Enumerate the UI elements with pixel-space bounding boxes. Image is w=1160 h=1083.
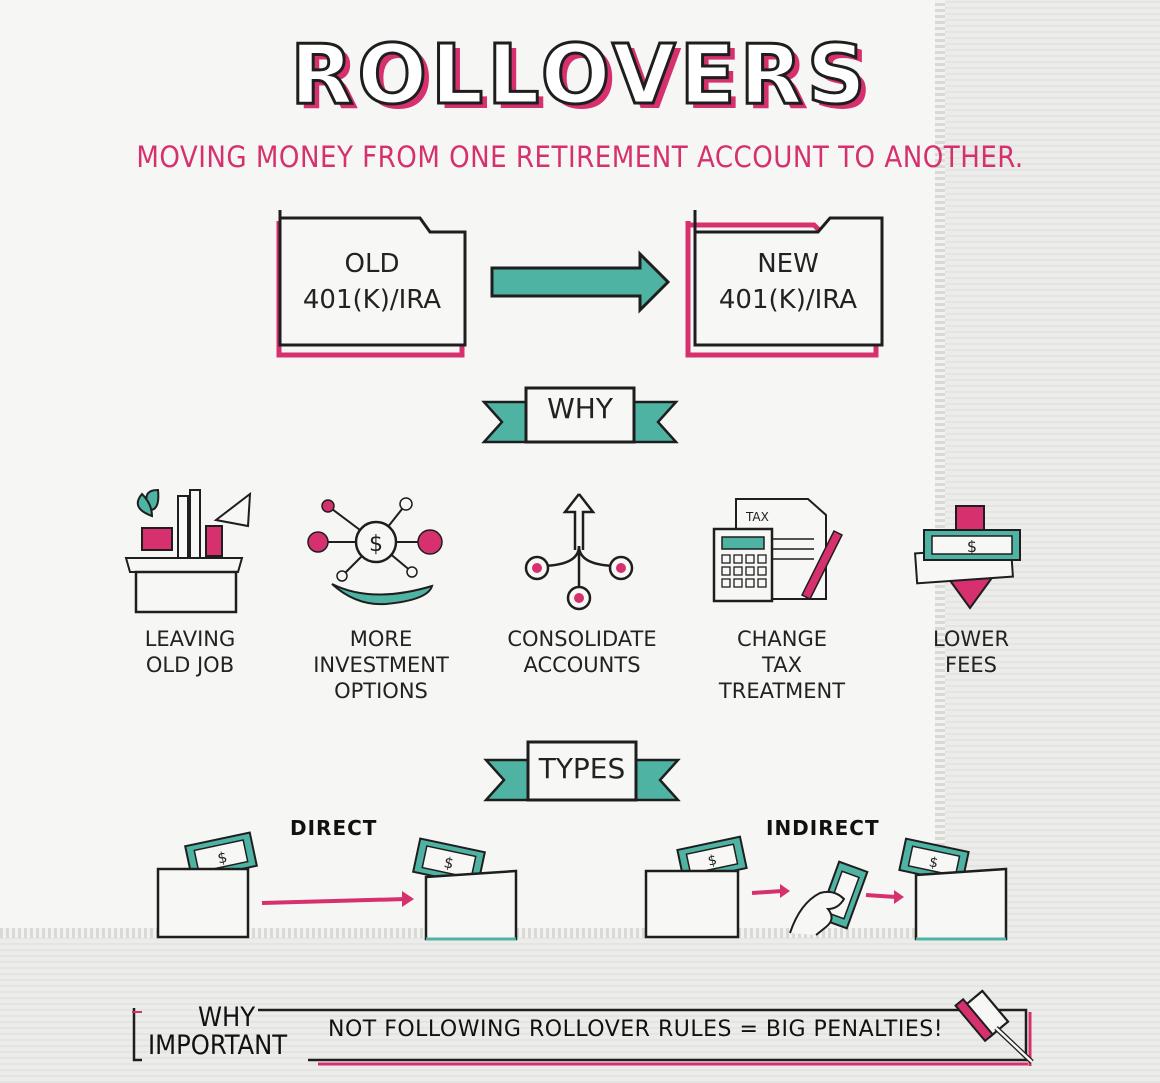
dollar-sign-label: $ xyxy=(706,852,718,870)
napkin-fold-vertical xyxy=(935,0,945,930)
reason-line: OLD JOB xyxy=(145,653,235,677)
reason-line: LEAVING xyxy=(144,627,236,651)
cash-down-arrow-icon: $ xyxy=(914,505,1021,610)
reason-change-tax-treatment: CHANGE TAX TREATMENT xyxy=(697,626,867,704)
reason-line: OPTIONS xyxy=(334,679,428,703)
destination-folder-icon: $ xyxy=(898,837,1008,941)
why-important-label: WHY IMPORTANT xyxy=(148,1004,287,1060)
rollover-flow-diagram xyxy=(276,210,884,358)
page-title: ROLLOVERS xyxy=(289,27,870,125)
new-account-line2: 401(K)/IRA xyxy=(718,285,858,315)
reason-line: TREATMENT xyxy=(718,679,846,703)
dollar-sign-label: $ xyxy=(369,532,383,557)
gavel-icon xyxy=(954,989,1034,1064)
moving-box-icon xyxy=(124,488,252,614)
page-subtitle: MOVING MONEY FROM ONE RETIREMENT ACCOUNT… xyxy=(136,140,1024,174)
new-account-line1: NEW xyxy=(757,249,819,279)
new-folder-icon xyxy=(685,210,884,358)
source-folder-icon: $ xyxy=(644,835,748,939)
why-ribbon-icon xyxy=(481,386,679,444)
reason-leaving-old-job: LEAVING OLD JOB xyxy=(105,626,275,678)
destination-folder-icon: $ xyxy=(412,837,518,941)
direct-rollover-label: DIRECT xyxy=(290,816,378,840)
why-important-line2: IMPORTANT xyxy=(148,1030,288,1061)
dollar-sign-label: $ xyxy=(967,537,977,556)
reason-line: CHANGE xyxy=(736,627,828,651)
reason-line: INVESTMENT xyxy=(313,653,449,677)
reason-line: MORE xyxy=(349,627,413,651)
old-account-label: OLD 401(K)/IRA xyxy=(282,246,462,318)
why-important-banner xyxy=(132,989,1034,1066)
napkin-center-panel xyxy=(0,0,935,930)
types-ribbon-icon xyxy=(483,740,681,802)
old-account-line1: OLD xyxy=(344,249,400,279)
rollover-arrow-icon xyxy=(490,250,671,314)
dollar-sign-label: $ xyxy=(442,853,455,873)
dollar-sign-label: $ xyxy=(928,854,940,872)
old-folder-icon xyxy=(276,210,467,358)
why-ribbon-label: WHY xyxy=(547,392,613,425)
penalty-rule-text: NOT FOLLOWING ROLLOVER RULES = BIG PENAL… xyxy=(328,1017,944,1042)
investment-network-icon: $ xyxy=(307,497,443,606)
indirect-rollover-diagram: $ $ xyxy=(644,835,1008,941)
types-ribbon-label: TYPES xyxy=(538,752,626,785)
reason-line: TAX xyxy=(762,653,802,677)
reason-line: FEES xyxy=(945,653,997,677)
old-account-line2: 401(K)/IRA xyxy=(302,285,442,315)
reason-lower-fees: LOWER FEES xyxy=(886,626,1056,678)
indirect-rollover-label: INDIRECT xyxy=(766,816,880,840)
reason-more-investment-options: MORE INVESTMENT OPTIONS xyxy=(296,626,466,704)
new-account-label: NEW 401(K)/IRA xyxy=(698,246,878,318)
merge-arrows-icon xyxy=(524,493,634,611)
dollar-sign-label: $ xyxy=(216,848,229,868)
why-important-line1: WHY xyxy=(198,1002,256,1033)
tax-form-label: TAX xyxy=(745,510,769,524)
source-folder-icon: $ xyxy=(156,831,258,939)
calculator-tax-form-icon: TAX xyxy=(712,498,844,603)
hand-holding-cash-icon xyxy=(789,860,869,936)
reason-line: CONSOLIDATE xyxy=(507,627,657,651)
reason-consolidate-accounts: CONSOLIDATE ACCOUNTS xyxy=(497,626,667,678)
reason-line: LOWER xyxy=(932,627,1010,651)
reason-line: ACCOUNTS xyxy=(523,653,641,677)
direct-rollover-diagram: $ $ xyxy=(156,831,518,941)
